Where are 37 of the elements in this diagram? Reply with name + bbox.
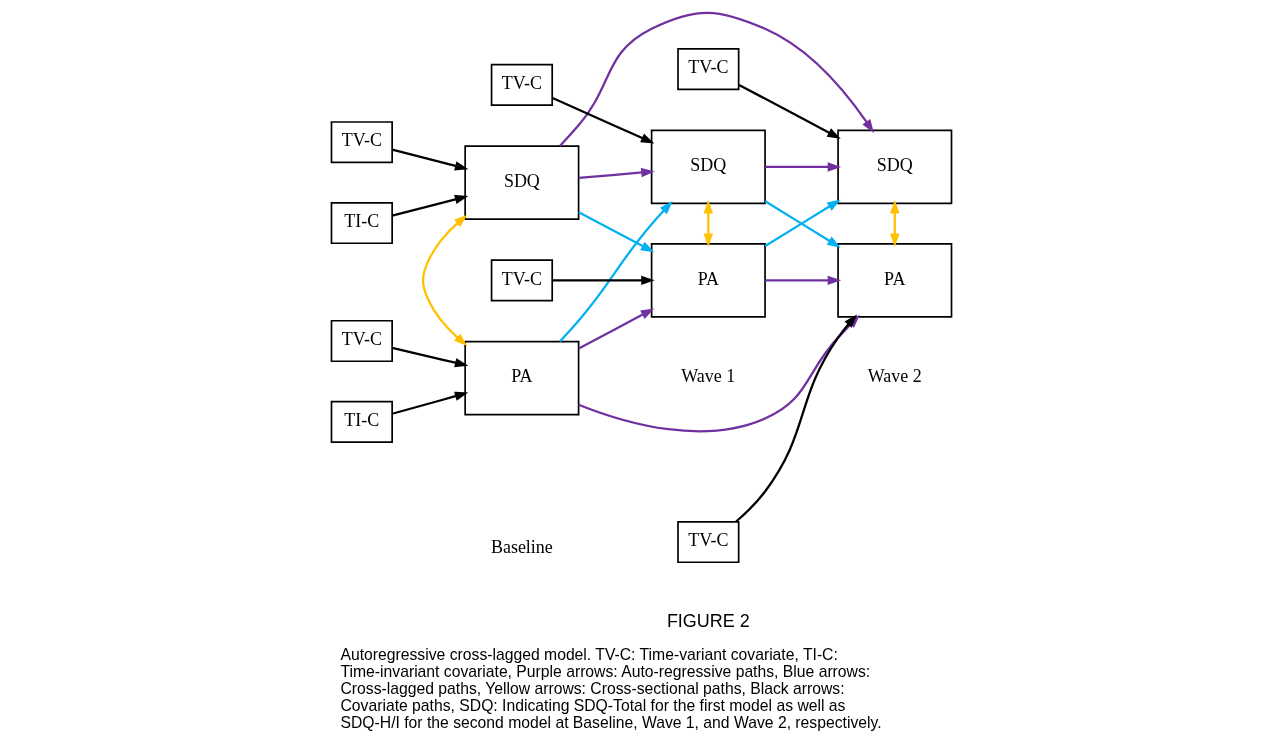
label: Baseline xyxy=(490,537,553,558)
label: Wave 1 xyxy=(680,366,735,387)
node-box: TV-C xyxy=(676,521,739,564)
node-box: TI-C xyxy=(330,202,393,245)
node-box: PA xyxy=(463,340,579,416)
arrow xyxy=(391,346,468,368)
arrow xyxy=(552,275,655,286)
node-box: TV-C xyxy=(676,48,739,91)
node-box: SDQ xyxy=(836,129,952,205)
node-box: TV-C xyxy=(490,259,553,302)
node-box: TI-C xyxy=(330,400,393,443)
node-box: TV-C xyxy=(490,63,553,106)
label: Wave 2 xyxy=(867,366,922,387)
arrow xyxy=(391,391,468,415)
node-box: PA xyxy=(650,243,766,318)
arrow xyxy=(577,211,654,253)
arrow xyxy=(889,200,899,247)
arrow xyxy=(391,148,468,171)
arrow xyxy=(764,162,841,172)
node-box: SDQ xyxy=(650,129,766,205)
arrow xyxy=(764,275,841,286)
arrow xyxy=(734,314,857,523)
arrow xyxy=(558,11,874,147)
arrow xyxy=(703,200,713,247)
arrow xyxy=(551,97,654,144)
arrow xyxy=(738,83,841,139)
node-box: PA xyxy=(836,243,952,318)
caption: Autoregressive cross-lagged model. TV-C: Time-variant covariate, TI-C: Time-invariant covariate, Purple arrows: Auto-regressive paths, Blue arrows: Cross-lagged paths, Yellow arrows: Cross-sectional paths, Black arrows: Covariate paths, SDQ: Indicating SDQ-Total for the first model as well as SDQ-H/I for the second model at Baseline, Wave 1, and Wave 2, respectively. xyxy=(339,646,882,731)
arrow xyxy=(421,214,467,347)
arrow xyxy=(577,308,654,350)
node-box: TV-C xyxy=(330,319,393,363)
node-box: SDQ xyxy=(463,145,579,220)
arrow xyxy=(578,167,655,179)
arrow xyxy=(558,201,673,343)
arrow xyxy=(391,194,468,217)
label: FIGURE 2 xyxy=(666,611,750,632)
node-box: TV-C xyxy=(330,121,393,164)
